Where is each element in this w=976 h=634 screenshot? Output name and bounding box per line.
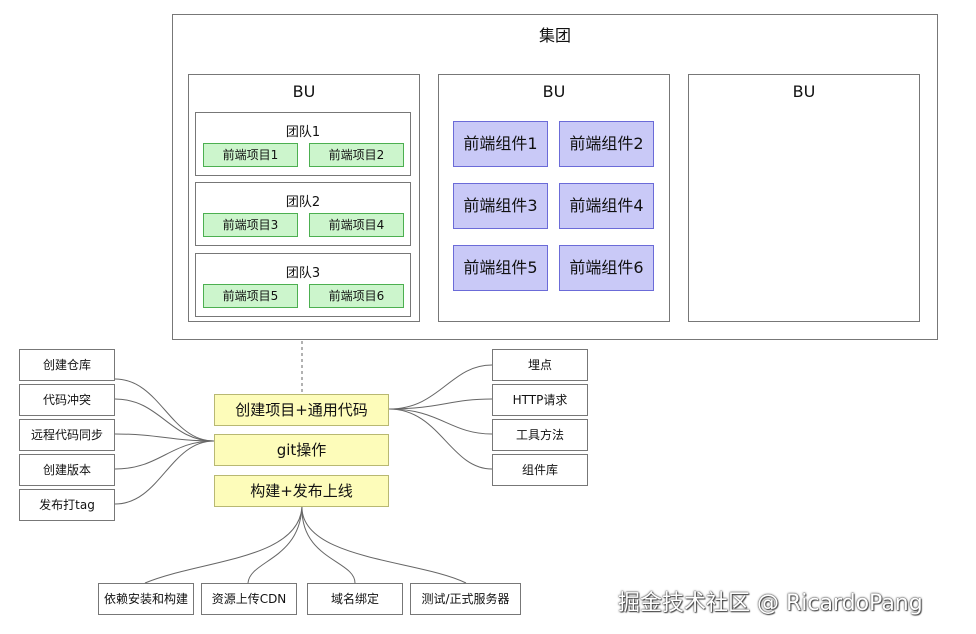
team-title-3: 团队3 [285,266,321,281]
left-item-publish-tag: 发布打tag [19,489,115,521]
team-title-2: 团队2 [285,195,321,210]
project-3: 前端项目3 [203,213,298,237]
project-1: 前端项目1 [203,143,298,167]
bottom-item-cdn-upload: 资源上传CDN [201,583,297,615]
bu-title-1: BU [292,82,316,101]
watermark-text: 掘金技术社区 @ RicardoPang [618,591,923,616]
left-item-code-conflict: 代码冲突 [19,384,115,416]
task-build-publish: 构建+发布上线 [214,475,389,507]
bottom-item-servers: 测试/正式服务器 [410,583,521,615]
left-item-remote-sync: 远程代码同步 [19,419,115,451]
left-item-create-repo: 创建仓库 [19,349,115,381]
component-2: 前端组件2 [559,121,654,167]
component-6: 前端组件6 [559,245,654,291]
bu-title-2: BU [542,82,566,101]
right-item-http: HTTP请求 [492,384,588,416]
component-3: 前端组件3 [453,183,548,229]
component-1: 前端组件1 [453,121,548,167]
group-title: 集团 [538,26,571,45]
task-create-project: 创建项目+通用代码 [214,394,389,426]
project-4: 前端项目4 [309,213,404,237]
right-item-utils: 工具方法 [492,419,588,451]
bu-title-3: BU [792,82,816,101]
component-4: 前端组件4 [559,183,654,229]
project-2: 前端项目2 [309,143,404,167]
bu-frame-3: BU [688,74,920,322]
bottom-item-domain-binding: 域名绑定 [307,583,403,615]
team-title-1: 团队1 [285,125,321,140]
task-git-operation: git操作 [214,434,389,466]
left-item-create-version: 创建版本 [19,454,115,486]
project-5: 前端项目5 [203,284,298,308]
bottom-item-deps-build: 依赖安装和构建 [98,583,194,615]
right-item-component-lib: 组件库 [492,454,588,486]
right-item-tracking: 埋点 [492,349,588,381]
component-5: 前端组件5 [453,245,548,291]
project-6: 前端项目6 [309,284,404,308]
